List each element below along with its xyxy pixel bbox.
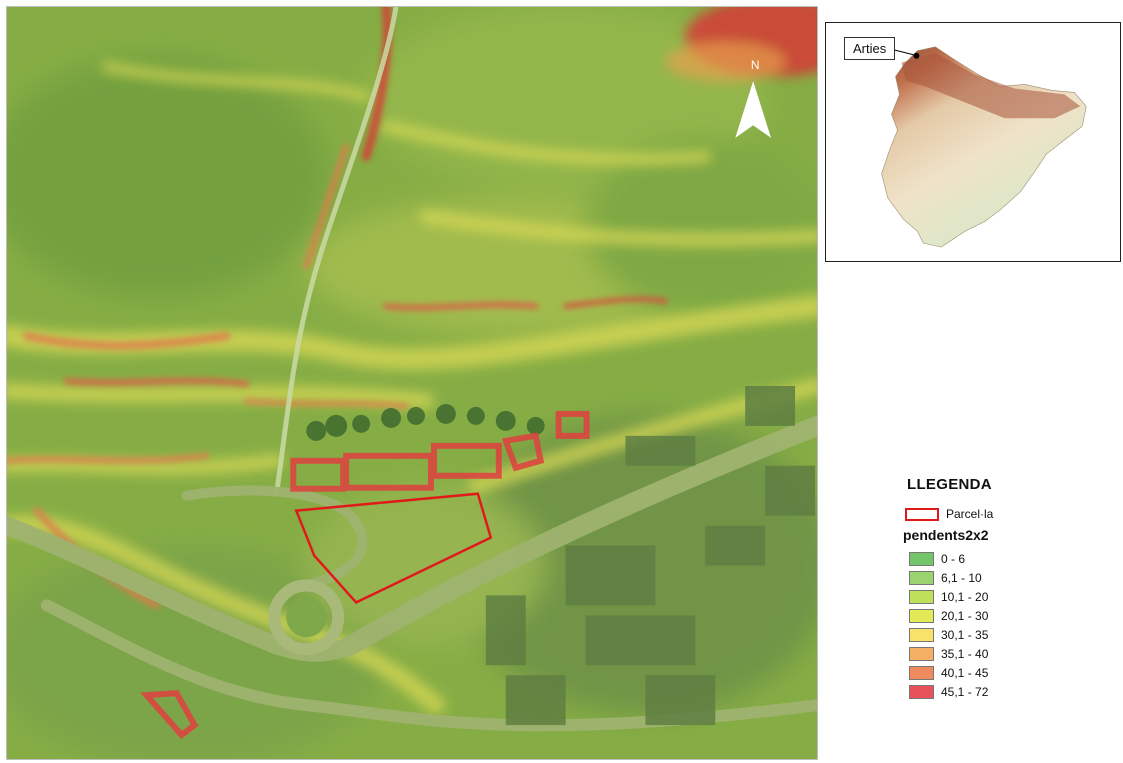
legend-class-row: 20,1 - 30 (909, 606, 1113, 625)
slope-raster: N (7, 7, 817, 759)
arties-label: Arties (844, 37, 896, 60)
north-label: N (751, 58, 760, 72)
class-swatch (909, 570, 934, 585)
class-swatch (909, 646, 934, 661)
class-label: 30,1 - 35 (941, 627, 989, 642)
slope-class-list: 0 - 6 6,1 - 10 10,1 - 20 20,1 - 30 30,1 - 35… (903, 549, 1113, 701)
legend-title: LLEGENDA (907, 476, 992, 493)
raster-title: pendents2x2 (903, 527, 989, 543)
parcel-swatch (905, 507, 939, 521)
north-arrow (735, 81, 772, 138)
legend-class-row: 10,1 - 20 (909, 587, 1113, 606)
class-swatch (909, 589, 934, 604)
class-swatch (909, 551, 934, 566)
parcel-outline[interactable] (294, 492, 493, 604)
legend-class-row: 40,1 - 45 (909, 663, 1113, 682)
legend-class-row: 45,1 - 72 (909, 682, 1113, 701)
legend-parcel-row: Parcel·la (905, 507, 1113, 521)
inset-locator-map: Arties (825, 22, 1121, 262)
class-label: 40,1 - 45 (941, 665, 989, 680)
class-label: 45,1 - 72 (941, 684, 989, 699)
class-swatch (909, 608, 934, 623)
legend-class-row: 30,1 - 35 (909, 625, 1113, 644)
legend-class-row: 35,1 - 40 (909, 644, 1113, 663)
class-swatch (909, 684, 934, 699)
parcel-label: Parcel·la (946, 507, 994, 521)
arties-marker (913, 52, 920, 59)
legend-class-row: 6,1 - 10 (909, 568, 1113, 587)
class-label: 20,1 - 30 (941, 608, 989, 623)
class-label: 6,1 - 10 (941, 570, 982, 585)
slope-map[interactable]: N (6, 6, 818, 760)
class-swatch (909, 665, 934, 680)
catalonia-relief (881, 46, 1087, 248)
class-swatch (909, 627, 934, 642)
legend-class-row: 0 - 6 (909, 549, 1113, 568)
class-label: 35,1 - 40 (941, 646, 989, 661)
legend: LLEGENDA Parcel·la pendents2x2 0 - 6 6,1 … (903, 476, 1113, 756)
class-label: 0 - 6 (941, 551, 966, 566)
class-label: 10,1 - 20 (941, 589, 989, 604)
